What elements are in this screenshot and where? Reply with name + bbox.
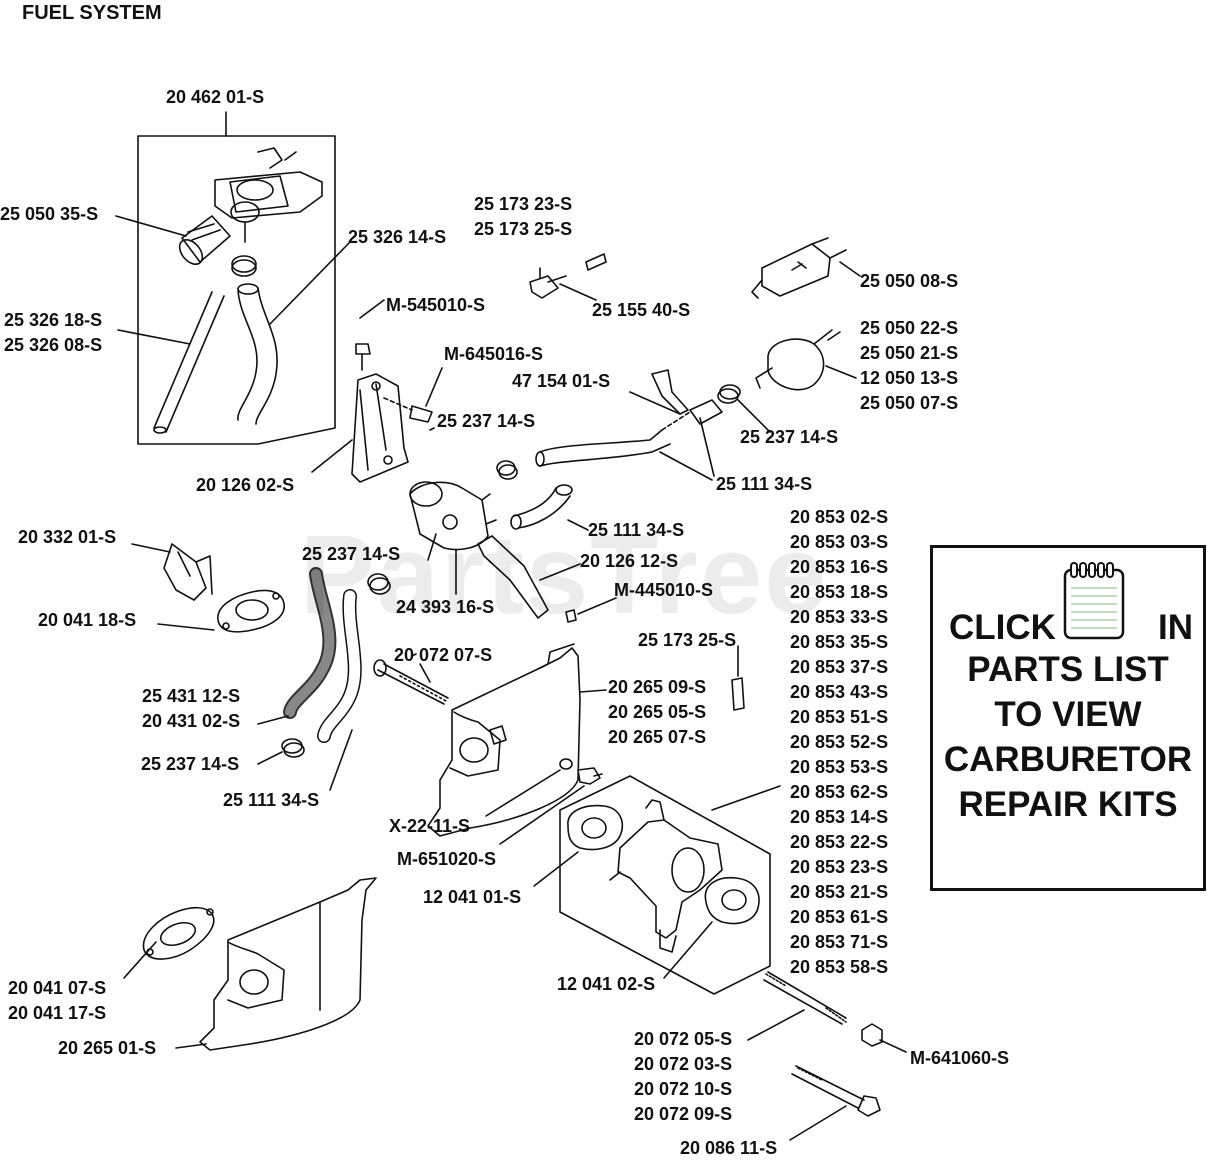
part-label-x-22-11[interactable]: X-22-11-S [389, 816, 471, 836]
part-label-20-853-group: 20 853 02-S 20 853 03-S 20 853 16-S 20 8… [790, 505, 888, 980]
part-label-12-041-02[interactable]: 12 041 02-S [557, 974, 656, 994]
callout-line-carburetor: CARBURETOR [943, 740, 1193, 779]
part-label-25-111-34-top[interactable]: 25 111 34-S [716, 474, 813, 494]
part-label-25-050-08[interactable]: 25 050 08-S [860, 271, 959, 291]
part-label-20-853-37[interactable]: 20 853 37-S [790, 657, 889, 677]
part-label-20-072-03[interactable]: 20 072 03-S [634, 1054, 733, 1074]
watermark-text: PartsTree [300, 512, 829, 637]
part-label-20-853-53[interactable]: 20 853 53-S [790, 757, 889, 777]
callout-in-text: IN [1158, 608, 1193, 647]
part-label-m-641060[interactable]: M-641060-S [910, 1048, 1010, 1068]
part-label-25-155-40[interactable]: 25 155 40-S [592, 300, 691, 320]
part-label-25-050-group: 25 050 22-S 25 050 21-S 12 050 13-S 25 0… [860, 316, 958, 416]
part-label-25-326-14[interactable]: 25 326 14-S [348, 227, 447, 247]
part-label-25-050-07[interactable]: 25 050 07-S [860, 393, 959, 413]
part-label-25-326-08[interactable]: 25 326 08-S [4, 335, 103, 355]
page-title: FUEL SYSTEM [22, 2, 162, 24]
part-label-m-651020[interactable]: M-651020-S [397, 849, 497, 869]
callout-line-to-view: TO VIEW [994, 695, 1142, 734]
part-label-20-126-12[interactable]: 20 126 12-S [580, 551, 679, 571]
part-label-20-041-group: 20 041 07-S 20 041 17-S [8, 976, 106, 1026]
part-label-20-072-10[interactable]: 20 072 10-S [634, 1079, 733, 1099]
part-label-25-237-14-lower[interactable]: 25 237 14-S [141, 754, 240, 774]
part-label-20-265-09[interactable]: 20 265 09-S [608, 677, 707, 697]
part-label-20-853-02[interactable]: 20 853 02-S [790, 507, 889, 527]
part-label-20-072-05[interactable]: 20 072 05-S [634, 1029, 733, 1049]
part-label-20-332-01[interactable]: 20 332 01-S [18, 527, 117, 547]
part-label-20-853-33[interactable]: 20 853 33-S [790, 607, 889, 627]
part-label-25-050-22[interactable]: 25 050 22-S [860, 318, 959, 338]
part-label-25-431-group: 25 431 12-S 20 431 02-S [142, 684, 240, 734]
part-label-47-154-01[interactable]: 47 154 01-S [512, 371, 611, 391]
part-label-20-072-09[interactable]: 20 072 09-S [634, 1104, 733, 1124]
part-label-25-111-34-mid[interactable]: 25 111 34-S [588, 520, 685, 540]
part-label-25-050-35[interactable]: 25 050 35-S [0, 204, 99, 224]
part-label-25-237-14-upper[interactable]: 25 237 14-S [437, 411, 536, 431]
part-label-25-111-34-lower[interactable]: 25 111 34-S [223, 790, 320, 810]
part-label-25-173-25[interactable]: 25 173 25-S [474, 219, 573, 239]
part-label-20-853-71[interactable]: 20 853 71-S [790, 932, 889, 952]
part-label-20-853-43[interactable]: 20 853 43-S [790, 682, 889, 702]
part-label-20-072-group: 20 072 05-S 20 072 03-S 20 072 10-S 20 0… [634, 1027, 732, 1127]
part-label-20-265-05[interactable]: 20 265 05-S [608, 702, 707, 722]
part-label-20-853-52[interactable]: 20 853 52-S [790, 732, 889, 752]
part-label-20-853-35[interactable]: 20 853 35-S [790, 632, 889, 652]
part-label-20-086-11[interactable]: 20 086 11-S [680, 1138, 778, 1158]
part-label-12-041-01[interactable]: 12 041 01-S [423, 887, 522, 907]
part-label-24-393-16[interactable]: 24 393 16-S [396, 597, 495, 617]
part-label-25-173-23[interactable]: 25 173 23-S [474, 194, 573, 214]
part-label-25-173-25-lower[interactable]: 25 173 25-S [638, 630, 737, 650]
part-label-20-853-62[interactable]: 20 853 62-S [790, 782, 889, 802]
callout-line-parts-list: PARTS LIST [967, 650, 1169, 689]
part-label-20-853-22[interactable]: 20 853 22-S [790, 832, 889, 852]
part-label-25-431-12[interactable]: 25 431 12-S [142, 686, 241, 706]
part-label-20-265-group: 20 265 09-S 20 265 05-S 20 265 07-S [608, 675, 706, 750]
part-label-20-853-18[interactable]: 20 853 18-S [790, 582, 889, 602]
part-label-m-645016[interactable]: M-645016-S [444, 344, 544, 364]
callout-click-text: CLICK [949, 608, 1056, 647]
part-label-20-853-58[interactable]: 20 853 58-S [790, 957, 889, 977]
part-label-25-173-group: 25 173 23-S 25 173 25-S [474, 192, 572, 242]
part-label-25-326-18[interactable]: 25 326 18-S [4, 310, 103, 330]
part-label-m-445010[interactable]: M-445010-S [614, 580, 714, 600]
part-label-20-853-61[interactable]: 20 853 61-S [790, 907, 889, 927]
notepad-icon [1063, 562, 1125, 640]
part-label-20-853-23[interactable]: 20 853 23-S [790, 857, 889, 877]
part-label-25-326-18-group: 25 326 18-S 25 326 08-S [4, 308, 102, 358]
carburetor-kit-callout[interactable]: CLICK IN PARTS LIST TO VIEW CARBURETOR R… [930, 545, 1206, 891]
part-label-20-853-51[interactable]: 20 853 51-S [790, 707, 889, 727]
part-label-20-072-07[interactable]: 20 072 07-S [394, 645, 493, 665]
part-label-25-050-21[interactable]: 25 050 21-S [860, 343, 959, 363]
part-label-20-041-17[interactable]: 20 041 17-S [8, 1003, 107, 1023]
part-label-20-265-01[interactable]: 20 265 01-S [58, 1038, 157, 1058]
part-label-20-462-01[interactable]: 20 462 01-S [166, 87, 265, 107]
part-label-12-050-13[interactable]: 12 050 13-S [860, 368, 959, 388]
part-label-20-853-03[interactable]: 20 853 03-S [790, 532, 889, 552]
part-label-25-237-14-mid[interactable]: 25 237 14-S [302, 544, 401, 564]
part-label-20-853-14[interactable]: 20 853 14-S [790, 807, 889, 827]
part-label-20-265-07[interactable]: 20 265 07-S [608, 727, 707, 747]
part-label-20-041-18[interactable]: 20 041 18-S [38, 610, 137, 630]
callout-line-repair-kits: REPAIR KITS [958, 785, 1178, 824]
part-label-20-853-16[interactable]: 20 853 16-S [790, 557, 889, 577]
part-label-20-041-07[interactable]: 20 041 07-S [8, 978, 107, 998]
part-label-20-126-02[interactable]: 20 126 02-S [196, 475, 295, 495]
part-label-m-545010[interactable]: M-545010-S [386, 295, 486, 315]
part-label-20-853-21[interactable]: 20 853 21-S [790, 882, 889, 902]
part-label-25-237-14-right[interactable]: 25 237 14-S [740, 427, 839, 447]
part-label-20-431-02[interactable]: 20 431 02-S [142, 711, 241, 731]
